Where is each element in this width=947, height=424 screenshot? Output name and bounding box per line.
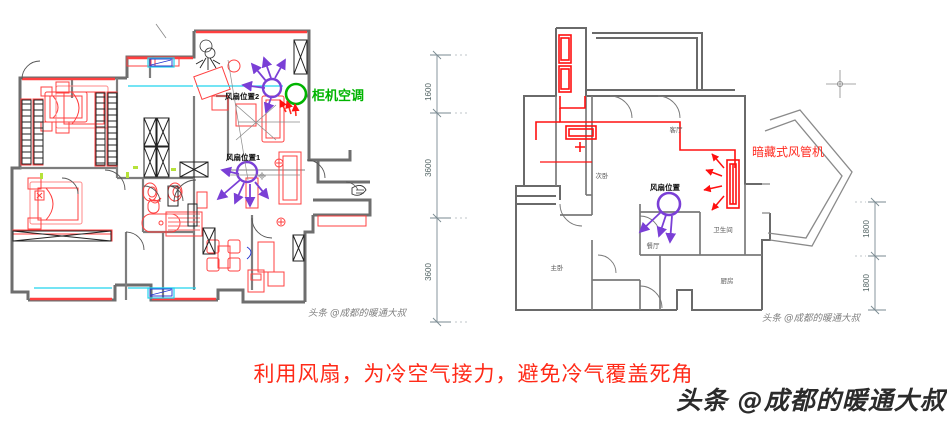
left-blue-details [149, 58, 252, 297]
fan-position-marker[interactable] [656, 191, 682, 217]
right-dim-1800-b: 1800 [862, 274, 871, 292]
right-walls [515, 27, 771, 311]
room-label-dining: 餐厅 [647, 241, 661, 250]
left-door-detail [345, 181, 367, 196]
right-duct-run [535, 34, 740, 209]
right-ac-airflow [703, 153, 725, 211]
left-furniture [12, 30, 367, 301]
right-partitions [555, 96, 762, 310]
right-dimension-chain: 1800 1800 [855, 197, 886, 315]
right-floor-plan: 客厅 次卧 主卧 餐厅 卫生间 厨房 风扇位置 暗藏式风管机 1800 [515, 27, 886, 315]
left-dim-3600-b: 3600 [424, 263, 433, 281]
room-label-second-bedroom: 次卧 [596, 171, 610, 180]
right-door-swings [559, 95, 681, 309]
duct-ac-label: 暗藏式风管机 [752, 144, 824, 159]
left-dim-3600-a: 3600 [424, 159, 433, 177]
right-fan-position-label: 风扇位置 [650, 182, 680, 192]
watermark-main: 头条 @成都的暖通大叔 [676, 386, 946, 415]
right-fan-airflow [638, 191, 682, 244]
left-hatched-units [12, 39, 308, 262]
left-fan-airflow [216, 56, 300, 208]
right-dim-1800-a: 1800 [862, 220, 871, 238]
fan-position-1-marker[interactable] [235, 160, 259, 184]
fan-position-1-label: 风扇位置1 [226, 152, 260, 162]
fan-position-2-marker[interactable] [261, 77, 283, 99]
left-dimension-chain: 1600 3600 3600 [424, 50, 470, 327]
room-label-bathroom: 卫生间 [713, 225, 733, 234]
cabinet-ac-airflow [279, 99, 300, 117]
left-door-swings [21, 60, 326, 251]
guide-line [155, 23, 167, 39]
diagram-caption: 利用风扇，为冷空气接力，避免冷气覆盖死角 [253, 362, 694, 386]
room-label-master-bedroom: 主卧 [551, 263, 565, 272]
cabinet-ac-marker[interactable] [284, 82, 308, 106]
left-cyan-lines [34, 57, 283, 299]
cabinet-ac-label: 柜机空调 [311, 88, 364, 103]
watermark-left: 头条 @成都的暖通大叔 [308, 308, 407, 319]
left-floor-plan: 柜机空调 风扇位置2 风扇位置1 1600 36 [10, 23, 470, 327]
room-label-kitchen: 厨房 [721, 276, 734, 285]
fan-position-2-label: 风扇位置2 [225, 91, 259, 101]
left-walls [10, 29, 372, 304]
left-green-marks [40, 166, 176, 179]
watermark-right: 头条 @成都的暖通大叔 [762, 313, 861, 324]
room-label-living: 客厅 [670, 125, 684, 134]
crosshair-marker [826, 70, 856, 98]
right-angled-balcony [762, 109, 853, 247]
left-plant-decor [195, 39, 221, 70]
left-dim-1600: 1600 [424, 83, 433, 101]
